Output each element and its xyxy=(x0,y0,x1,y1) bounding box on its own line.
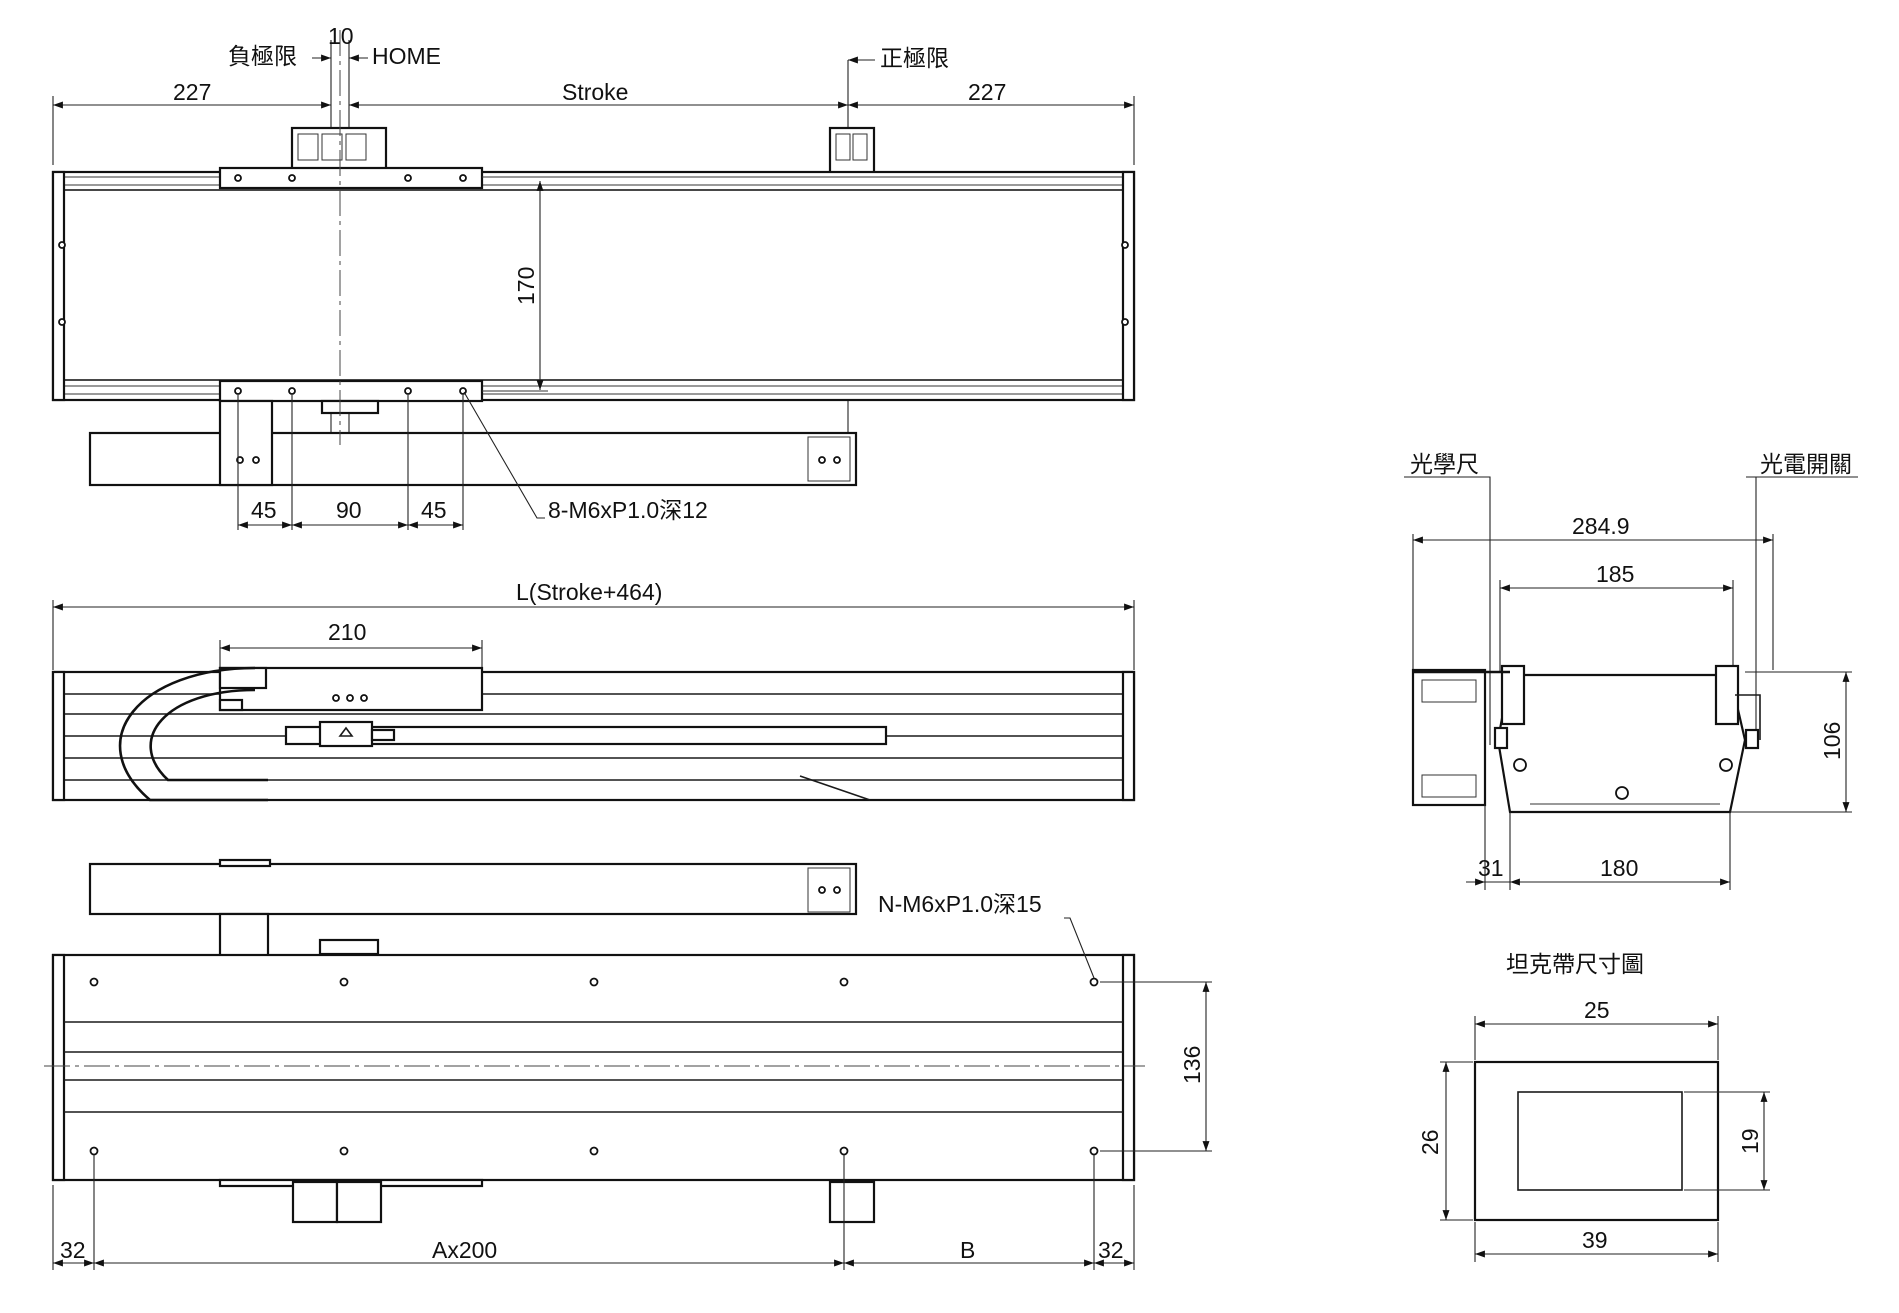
note-holes-bottom: N-M6xP1.0深15 xyxy=(878,891,1042,917)
dim-284-9: 284.9 xyxy=(1572,513,1630,539)
dim-32-right: 32 xyxy=(1098,1237,1124,1263)
dim-stroke: Stroke xyxy=(562,79,628,105)
dim-26: 26 xyxy=(1417,1129,1443,1155)
dim-136: 136 xyxy=(1179,1046,1205,1084)
dim-39: 39 xyxy=(1582,1227,1608,1253)
dim-left-end: 227 xyxy=(173,79,211,105)
dim-right-end: 227 xyxy=(968,79,1006,105)
label-photo-sensor: 光電開關 xyxy=(1760,451,1852,477)
cable-chain-title: 坦克帶尺寸圖 xyxy=(1506,951,1644,977)
dim-32-left: 32 xyxy=(60,1237,86,1263)
dim-210: 210 xyxy=(328,619,366,645)
dim-180: 180 xyxy=(1600,855,1638,881)
dim-31: 31 xyxy=(1478,855,1504,881)
label-linear-scale: 光學尺 xyxy=(1410,451,1479,477)
dim-height-170: 170 xyxy=(513,267,539,305)
dim-ax200: Ax200 xyxy=(432,1237,497,1263)
note-holes-top: 8-M6xP1.0深12 xyxy=(548,497,708,523)
dim-home-offset: 10 xyxy=(328,23,354,49)
label-neg-limit: 負極限 xyxy=(228,43,297,69)
bottom-view: N-M6xP1.0深15 136 32 Ax200 B 32 xyxy=(44,858,1212,1270)
dim-19: 19 xyxy=(1737,1128,1763,1154)
end-view: 光學尺 光電開關 284.9 185 106 31 180 xyxy=(1404,451,1858,890)
top-view: 負極限 HOME 正極限 10 227 Stroke 227 170 45 90… xyxy=(51,23,1136,530)
dim-length: L(Stroke+464) xyxy=(516,579,662,605)
cable-chain-section: 坦克帶尺寸圖 25 26 19 39 xyxy=(1417,951,1770,1262)
label-pos-limit: 正極限 xyxy=(880,45,949,71)
dim-45-left: 45 xyxy=(251,497,277,523)
dim-90: 90 xyxy=(336,497,362,523)
dim-106: 106 xyxy=(1819,722,1845,760)
dim-185: 185 xyxy=(1596,561,1634,587)
label-home: HOME xyxy=(372,43,441,69)
dim-25: 25 xyxy=(1584,997,1610,1023)
dim-b: B xyxy=(960,1237,975,1263)
side-view xyxy=(51,600,1136,802)
dim-45-right: 45 xyxy=(421,497,447,523)
